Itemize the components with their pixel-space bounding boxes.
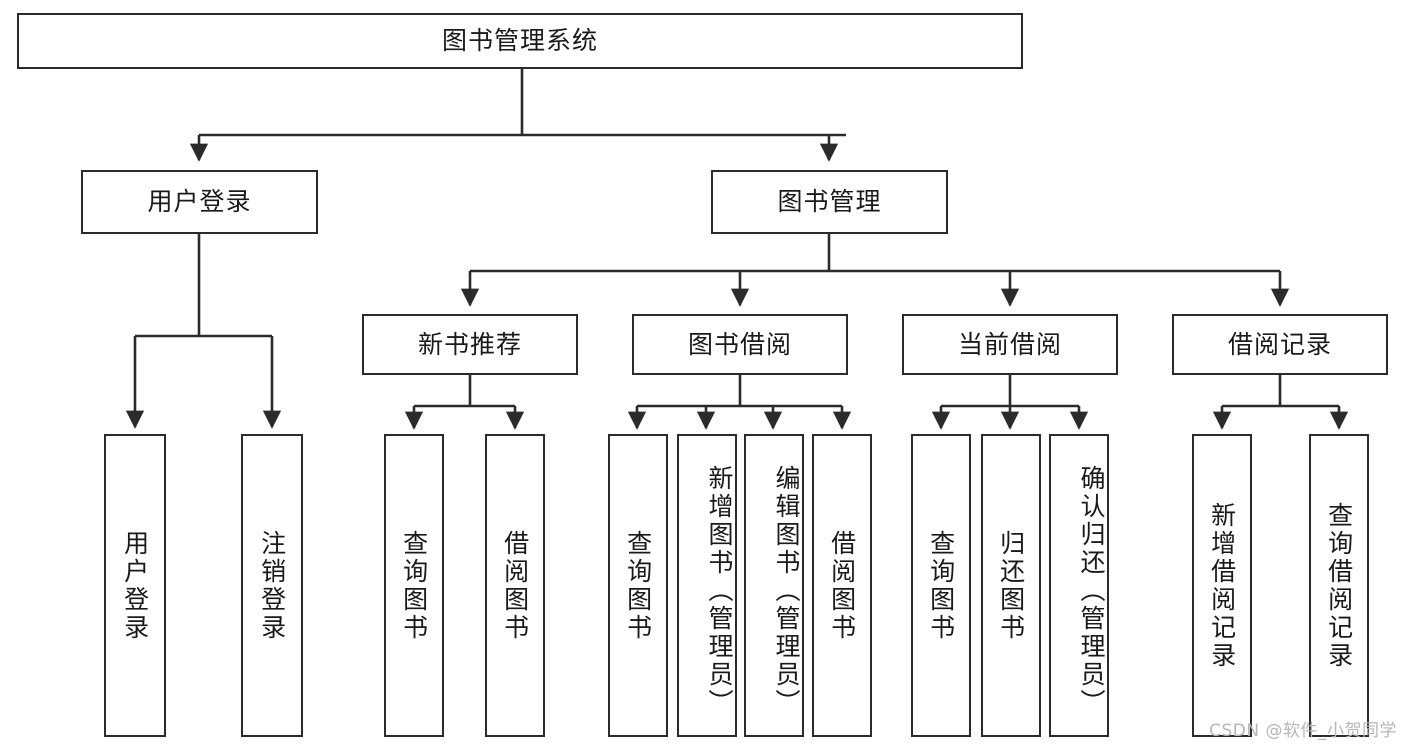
node-label: 查询借阅记录 (1324, 501, 1354, 670)
node-label: 借阅记录 (1227, 329, 1332, 359)
node-label: 查询图书 (399, 529, 429, 642)
node-book-borrowing[interactable]: 图书借阅 (632, 314, 848, 375)
node-root-book-management-system[interactable]: 图书管理系统 (17, 13, 1023, 69)
node-label: 查询图书 (926, 529, 956, 642)
node-label: 新书推荐 (417, 329, 522, 359)
csdn-watermark: CSDN @软件_小贺同学 (1209, 721, 1397, 741)
leaf-edit-book-admin[interactable]: 编辑图书（管理员） (744, 434, 804, 737)
node-label: 新增借阅记录 (1207, 501, 1237, 670)
leaf-add-borrow-record[interactable]: 新增借阅记录 (1192, 434, 1252, 737)
node-label: 用户登录 (147, 187, 252, 216)
leaf-user-login[interactable]: 用户登录 (104, 434, 166, 737)
node-new-book-recommendation[interactable]: 新书推荐 (362, 314, 578, 375)
node-label: 借阅图书 (500, 529, 530, 642)
leaf-query-books-borrow[interactable]: 查询图书 (608, 434, 668, 737)
leaf-query-books-recommend[interactable]: 查询图书 (384, 434, 444, 737)
node-book-management[interactable]: 图书管理 (711, 170, 948, 234)
node-label: 确认归还（管理员） (1077, 464, 1106, 717)
node-current-borrowing[interactable]: 当前借阅 (902, 314, 1118, 375)
leaf-query-borrow-record[interactable]: 查询借阅记录 (1309, 434, 1369, 737)
node-label: 新增图书（管理员） (705, 464, 734, 717)
node-label: 编辑图书（管理员） (772, 464, 801, 717)
node-label: 图书管理 (777, 187, 882, 216)
node-label: 查询图书 (623, 529, 653, 642)
node-label: 注销登录 (257, 529, 287, 642)
node-label: 借阅图书 (827, 529, 857, 642)
leaf-logout-login[interactable]: 注销登录 (241, 434, 303, 737)
leaf-confirm-return-admin[interactable]: 确认归还（管理员） (1049, 434, 1109, 737)
node-borrowing-records[interactable]: 借阅记录 (1172, 314, 1388, 375)
leaf-return-books[interactable]: 归还图书 (981, 434, 1041, 737)
node-label: 归还图书 (996, 529, 1026, 642)
node-user-login[interactable]: 用户登录 (81, 170, 318, 234)
node-label: 用户登录 (120, 529, 150, 642)
leaf-add-book-admin[interactable]: 新增图书（管理员） (677, 434, 737, 737)
leaf-query-books-current[interactable]: 查询图书 (911, 434, 971, 737)
leaf-borrow-books-borrow[interactable]: 借阅图书 (812, 434, 872, 737)
node-label: 当前借阅 (957, 329, 1062, 359)
node-label: 图书管理系统 (441, 26, 598, 55)
node-label: 图书借阅 (687, 329, 792, 359)
leaf-borrow-books-recommend[interactable]: 借阅图书 (485, 434, 545, 737)
